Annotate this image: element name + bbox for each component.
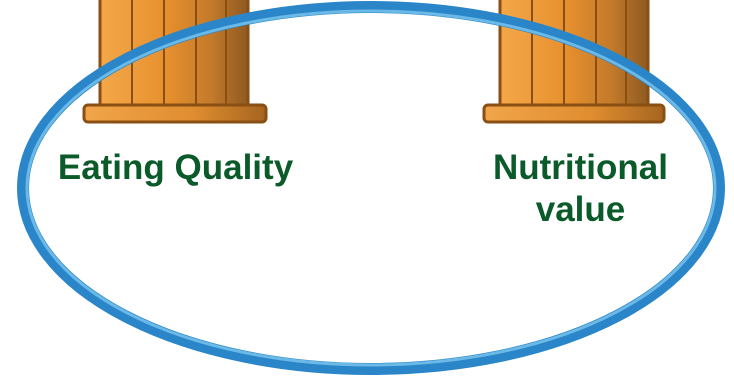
pillar-right-shaft xyxy=(498,0,650,109)
pillar-right-base xyxy=(482,103,666,124)
foundation-ellipse xyxy=(17,1,725,375)
pillar-right xyxy=(482,0,666,124)
label-line: value xyxy=(535,190,626,229)
pillar-label-eating-quality: Eating Quality xyxy=(28,147,323,189)
pillar-left-base xyxy=(82,103,268,124)
label-line: Eating Quality xyxy=(57,148,294,187)
pillar-label-nutritional-value: Nutritional value xyxy=(458,147,703,231)
label-line: Nutritional xyxy=(493,148,668,187)
